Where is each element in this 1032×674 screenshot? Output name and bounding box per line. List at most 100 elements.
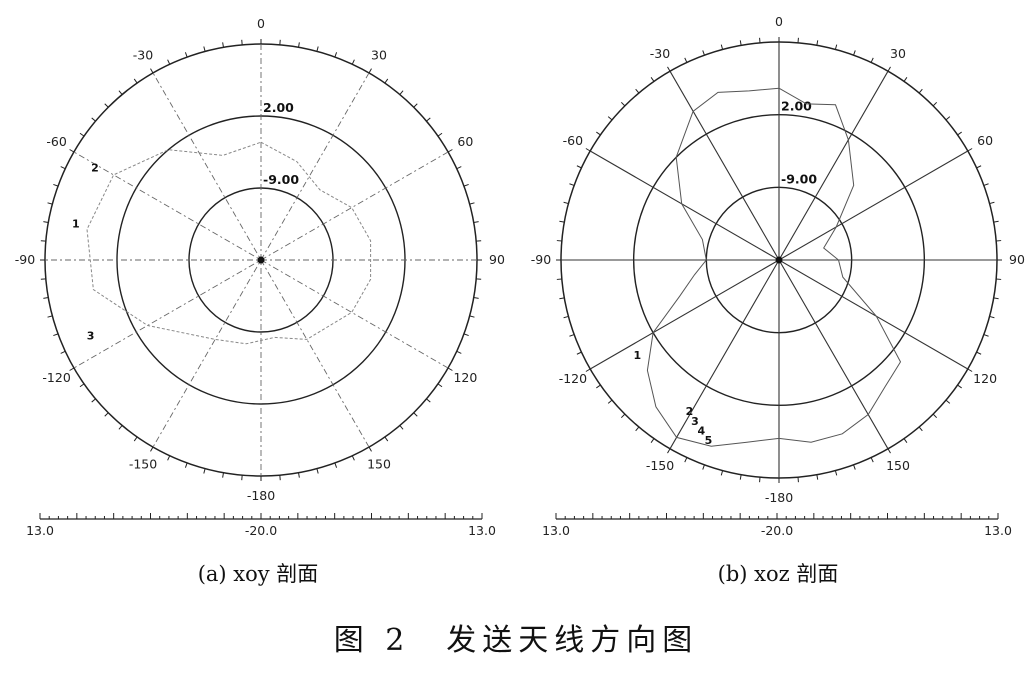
angle-tick: [576, 165, 582, 169]
angle-tick: [816, 474, 819, 480]
angle-label: 150: [886, 458, 910, 473]
angle-tick: [559, 297, 565, 300]
angle-label: -150: [129, 456, 157, 471]
angle-tick: [945, 116, 951, 121]
angle-tick: [473, 221, 479, 223]
angle-tick: [853, 464, 856, 470]
angle-label: 30: [890, 46, 906, 61]
angle-tick: [684, 57, 688, 63]
angle-tick: [456, 166, 462, 170]
angle-tick: [887, 448, 891, 454]
angle-tick: [620, 101, 626, 107]
angle-tick: [993, 297, 999, 300]
angle-tick: [399, 425, 404, 430]
polar-chart-xoz: 2.00-9.000306090120150-180-150-120-90-60…: [531, 14, 1025, 538]
angle-tick: [563, 315, 569, 319]
angle-tick: [47, 315, 53, 318]
angle-tick: [469, 315, 475, 318]
angle-tick: [133, 436, 138, 442]
angle-tick: [118, 425, 123, 430]
angle-tick: [60, 166, 66, 170]
ring-label: -9.00: [263, 172, 299, 187]
angle-tick: [53, 183, 59, 187]
angle-tick: [150, 446, 154, 452]
angle-label: 120: [453, 370, 477, 385]
angle-tick: [576, 351, 582, 355]
angle-tick: [69, 149, 75, 153]
angle-tick: [635, 88, 640, 94]
angle-tick: [720, 44, 724, 50]
angle-label: 120: [973, 371, 997, 386]
angle-tick: [133, 78, 138, 84]
subplot-caption-b: (b) xoz 剖面: [718, 562, 839, 586]
angle-tick: [903, 77, 908, 82]
angle-label: -180: [247, 488, 275, 503]
angle-tick: [684, 457, 688, 463]
angle-tick: [989, 315, 995, 319]
angle-tick: [834, 44, 838, 50]
angle-label: -60: [46, 134, 66, 149]
angle-label: -120: [559, 371, 587, 386]
angle-tick: [79, 383, 85, 388]
angle-label: -120: [42, 370, 70, 385]
angle-tick: [298, 472, 300, 478]
subplot-caption-a: (a) xoy 剖面: [198, 562, 319, 586]
angle-tick: [635, 426, 640, 432]
angle-tick: [967, 368, 973, 372]
angle-tick: [463, 333, 469, 337]
angle-tick: [104, 412, 109, 417]
angle-tick: [739, 40, 742, 46]
angle-tick: [43, 297, 49, 299]
scale-label-max: 13.0: [984, 523, 1012, 538]
ring-label: 2.00: [263, 100, 294, 115]
angle-tick: [957, 384, 962, 389]
angle-tick: [203, 468, 206, 474]
trace-label: 2: [686, 405, 694, 418]
angle-tick: [563, 201, 569, 205]
angle-tick: [887, 66, 891, 72]
angle-tick: [60, 350, 66, 354]
angle-tick: [967, 148, 973, 152]
angle-tick: [53, 333, 59, 337]
angle-tick: [351, 455, 355, 461]
angle-label: 90: [1009, 252, 1025, 267]
angle-tick: [853, 50, 856, 56]
pattern-trace: [86, 141, 372, 345]
angle-tick: [368, 446, 372, 452]
center-dot: [257, 256, 265, 264]
angle-tick: [918, 88, 923, 94]
angle-tick: [91, 398, 96, 403]
angle-tick: [667, 448, 671, 454]
angle-label: -150: [646, 458, 674, 473]
ring-label: 2.00: [781, 99, 812, 114]
angle-tick: [298, 42, 300, 48]
angle-tick: [69, 367, 75, 371]
trace-label: 3: [691, 415, 699, 428]
scale-label-mid: -20.0: [245, 523, 277, 538]
angle-label: 0: [775, 14, 783, 29]
scale-label-min: 13.0: [542, 523, 570, 538]
trace-label: 1: [72, 217, 80, 230]
trace-label: 2: [91, 162, 99, 175]
angle-tick: [834, 470, 838, 476]
angle-tick: [870, 457, 874, 463]
angle-label: -90: [15, 252, 35, 267]
polar-chart-xoy: 2.00-9.000306090120150-180-150-120-90-60…: [15, 16, 505, 538]
angle-tick: [463, 183, 469, 187]
angle-tick: [222, 42, 224, 48]
angle-label: -60: [563, 133, 583, 148]
angle-label: 150: [367, 456, 391, 471]
angle-tick: [184, 462, 188, 468]
angle-tick: [596, 131, 601, 136]
angle-tick: [118, 90, 123, 95]
angle-tick: [167, 59, 171, 65]
angle-tick: [334, 52, 338, 58]
angle-tick: [932, 101, 938, 107]
angle-tick: [596, 384, 601, 389]
angle-tick: [870, 57, 874, 63]
figure-caption: 图 2 发送天线方向图: [334, 623, 699, 658]
scale-label-mid: -20.0: [761, 523, 793, 538]
angle-tick: [43, 221, 49, 223]
angle-tick: [316, 46, 319, 52]
angle-label: -30: [650, 46, 670, 61]
